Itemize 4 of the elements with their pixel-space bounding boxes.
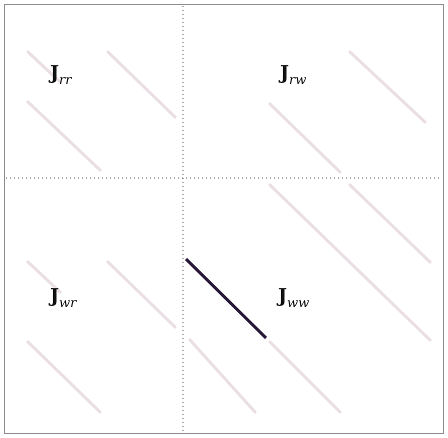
block-label: J$_{rw}$ — [280, 62, 306, 88]
block-label: J$_{ww}$ — [278, 285, 310, 311]
block-label: J$_{wr}$ — [50, 285, 76, 311]
block-label: J$_{rr}$ — [50, 62, 72, 88]
